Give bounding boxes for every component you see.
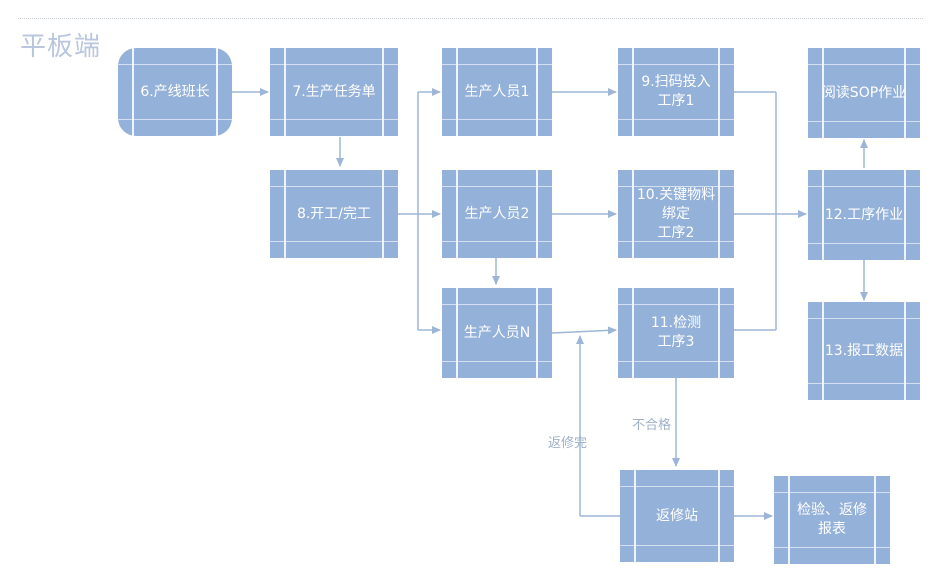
label-repaired: 返修完	[548, 436, 588, 451]
label-unqualified: 不合格	[632, 418, 672, 433]
page-title: 平板端	[20, 32, 102, 62]
node-report-data: 13.报工数据	[808, 302, 920, 400]
node-operator-n: 生产人员N	[442, 288, 552, 378]
node-start-finish: 8.开工/完工	[270, 170, 398, 258]
node-process-operation: 12.工序作业	[808, 170, 920, 260]
top-divider	[18, 18, 923, 19]
arrow-pn-to-11	[551, 326, 617, 335]
node-inspection-repair-report: 检验、返修 报表	[774, 476, 890, 564]
node-production-order: 7.生产任务单	[270, 48, 398, 136]
node-repair-station: 返修站	[620, 470, 734, 562]
node-operator-1: 生产人员1	[442, 48, 552, 136]
node-scan-process-1: 9.扫码投入 工序1	[618, 48, 734, 136]
node-inspection-process-3: 11.检测 工序3	[618, 288, 734, 378]
node-operator-2: 生产人员2	[442, 170, 552, 258]
node-key-material-process-2: 10.关键物料 绑定 工序2	[618, 170, 734, 258]
node-read-sop: 阅读SOP作业	[808, 48, 920, 138]
node-line-leader: 6.产线班长	[118, 48, 232, 136]
